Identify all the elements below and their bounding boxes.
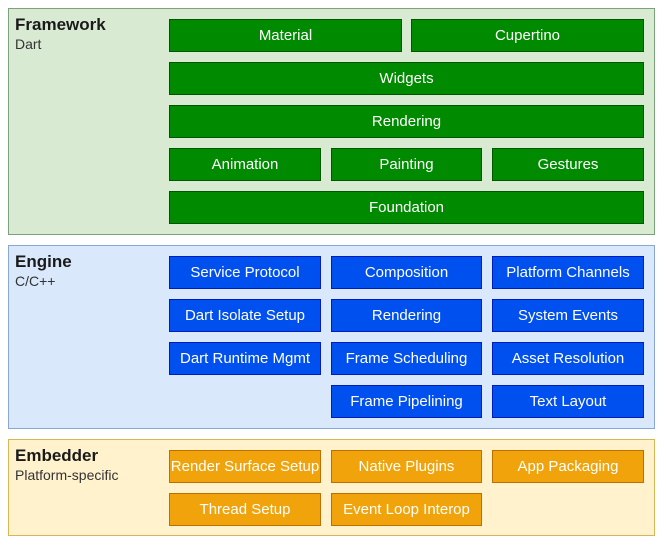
foundation-box: Foundation [169, 191, 644, 224]
composition-box: Composition [331, 256, 482, 289]
animation-box: Animation [169, 148, 321, 181]
engine-title: Engine [15, 252, 72, 271]
framework-subtitle: Dart [15, 36, 42, 52]
system-events-box: System Events [492, 299, 644, 332]
material-box: Material [169, 19, 402, 52]
native-plugins-box: Native Plugins [331, 450, 482, 483]
render-surface-setup-box: Render Surface Setup [169, 450, 321, 483]
painting-box: Painting [331, 148, 482, 181]
event-loop-interop-box: Event Loop Interop [331, 493, 482, 526]
framework-rendering-box: Rendering [169, 105, 644, 138]
engine-subtitle: C/C++ [15, 273, 56, 289]
asset-resolution-box: Asset Resolution [492, 342, 644, 375]
dart-runtime-mgmt-box: Dart Runtime Mgmt [169, 342, 321, 375]
framework-title: Framework [15, 15, 106, 34]
cupertino-box: Cupertino [411, 19, 644, 52]
embedder-subtitle: Platform-specific [15, 467, 119, 483]
embedder-title: Embedder [15, 446, 99, 465]
service-protocol-box: Service Protocol [169, 256, 321, 289]
platform-channels-box: Platform Channels [492, 256, 644, 289]
widgets-box: Widgets [169, 62, 644, 95]
engine-rendering-box: Rendering [331, 299, 482, 332]
app-packaging-box: App Packaging [492, 450, 644, 483]
frame-pipelining-box: Frame Pipelining [331, 385, 482, 418]
text-layout-box: Text Layout [492, 385, 644, 418]
dart-isolate-setup-box: Dart Isolate Setup [169, 299, 321, 332]
thread-setup-box: Thread Setup [169, 493, 321, 526]
gestures-box: Gestures [492, 148, 644, 181]
frame-scheduling-box: Frame Scheduling [331, 342, 482, 375]
